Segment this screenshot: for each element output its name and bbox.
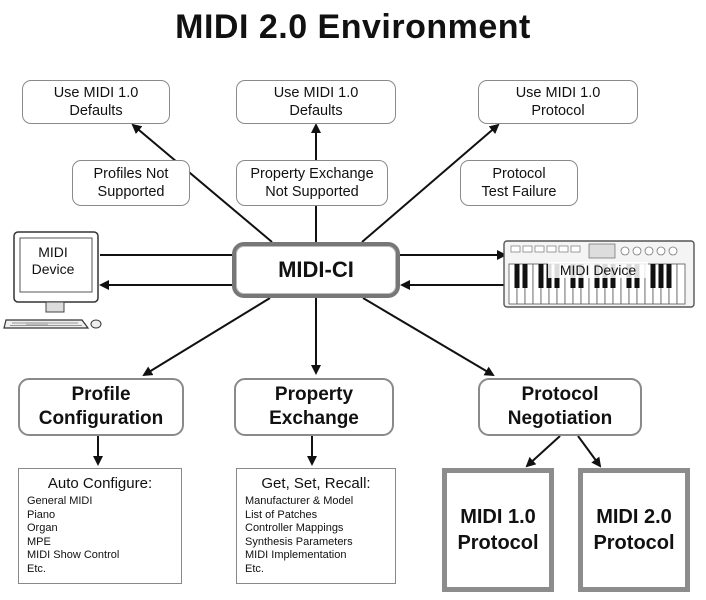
list-item: Manufacturer & Model <box>245 495 354 507</box>
list-item: Controller Mappings <box>245 522 344 534</box>
list-item: General MIDI <box>27 495 93 507</box>
property-list-heading: Get, Set, Recall: <box>261 475 371 492</box>
list-item: Etc. <box>245 562 264 575</box>
arrow-to-protocol-defaults <box>361 123 500 243</box>
black-key <box>650 264 656 288</box>
arrow-to-protocol-negotiation <box>362 297 495 377</box>
arrow-to-profile-config <box>142 297 271 377</box>
right-midi-device-label: MIDI Device <box>548 262 648 278</box>
midi-ci-hub: MIDI-CI <box>232 242 400 298</box>
black-key <box>666 264 672 288</box>
list-item: MIDI Implementation <box>245 549 347 561</box>
profile-list-heading: Auto Configure: <box>47 475 153 492</box>
list-item: List of Patches <box>245 508 318 521</box>
black-key <box>522 264 528 288</box>
list-item: Synthesis Parameters <box>245 535 353 548</box>
black-key <box>658 264 664 288</box>
list-item: MPE <box>27 535 51 548</box>
property-list: Get, Set, Recall: Manufacturer & Model L… <box>236 468 396 584</box>
diagram-title: MIDI 2.0 Environment <box>175 8 531 46</box>
left-midi-device-label: MIDI Device <box>31 244 75 277</box>
profile-list: Auto Configure: General MIDI Piano Organ… <box>18 468 182 584</box>
computer-icon <box>3 231 102 329</box>
list-item: Etc. <box>27 562 46 575</box>
black-key <box>538 264 544 288</box>
arrow-to-profiles-defaults <box>131 123 273 243</box>
arrow-to-midi2-protocol <box>577 435 602 468</box>
arrow-to-midi1-protocol <box>525 435 561 468</box>
list-item: MIDI Show Control <box>27 549 120 561</box>
list-item: Organ <box>27 522 58 534</box>
black-key <box>514 264 520 288</box>
white-key <box>676 263 686 305</box>
list-item: Piano <box>27 508 56 521</box>
